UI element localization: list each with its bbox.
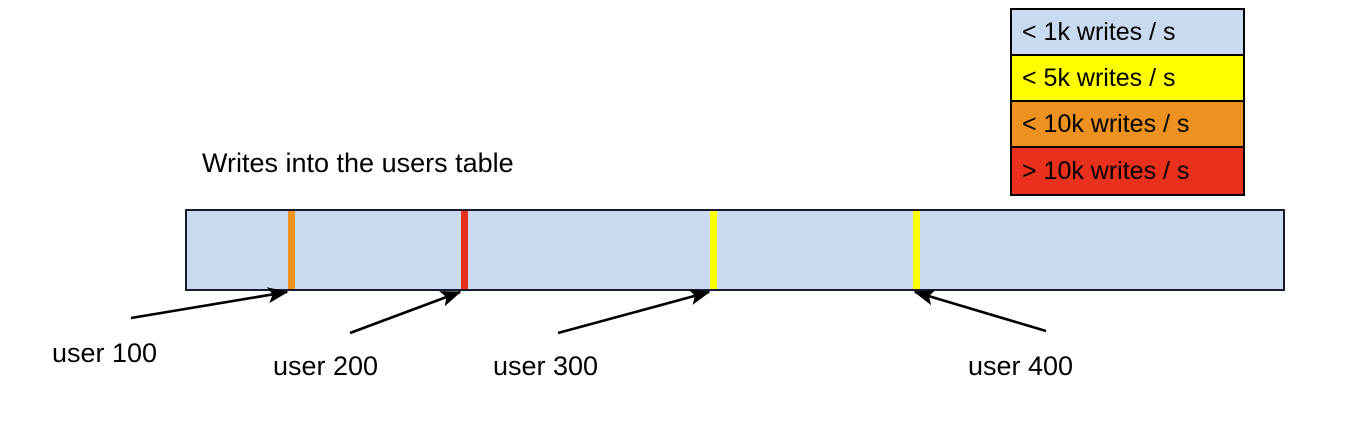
marker-user-100 — [288, 211, 295, 289]
legend: < 1k writes / s < 5k writes / s < 10k wr… — [1010, 8, 1245, 196]
legend-row-lt-10k: < 10k writes / s — [1012, 102, 1243, 148]
legend-label-lt-5k: < 5k writes / s — [1022, 63, 1176, 92]
marker-user-300 — [710, 211, 717, 289]
legend-label-gt-10k: > 10k writes / s — [1022, 156, 1190, 185]
legend-label-lt-1k: < 1k writes / s — [1022, 17, 1176, 46]
label-user-400: user 400 — [968, 351, 1074, 381]
marker-user-200 — [461, 211, 468, 289]
legend-row-lt-5k: < 5k writes / s — [1012, 56, 1243, 102]
marker-user-400 — [913, 211, 920, 289]
legend-row-lt-1k: < 1k writes / s — [1012, 10, 1243, 56]
label-user-100: user 100 — [52, 338, 158, 368]
chart-caption: Writes into the users table — [202, 148, 514, 178]
label-user-200: user 200 — [273, 351, 379, 381]
label-user-300: user 300 — [493, 351, 599, 381]
legend-row-gt-10k: > 10k writes / s — [1012, 148, 1243, 194]
users-table-keyspace-bar — [185, 209, 1285, 291]
legend-label-lt-10k: < 10k writes / s — [1022, 109, 1190, 138]
